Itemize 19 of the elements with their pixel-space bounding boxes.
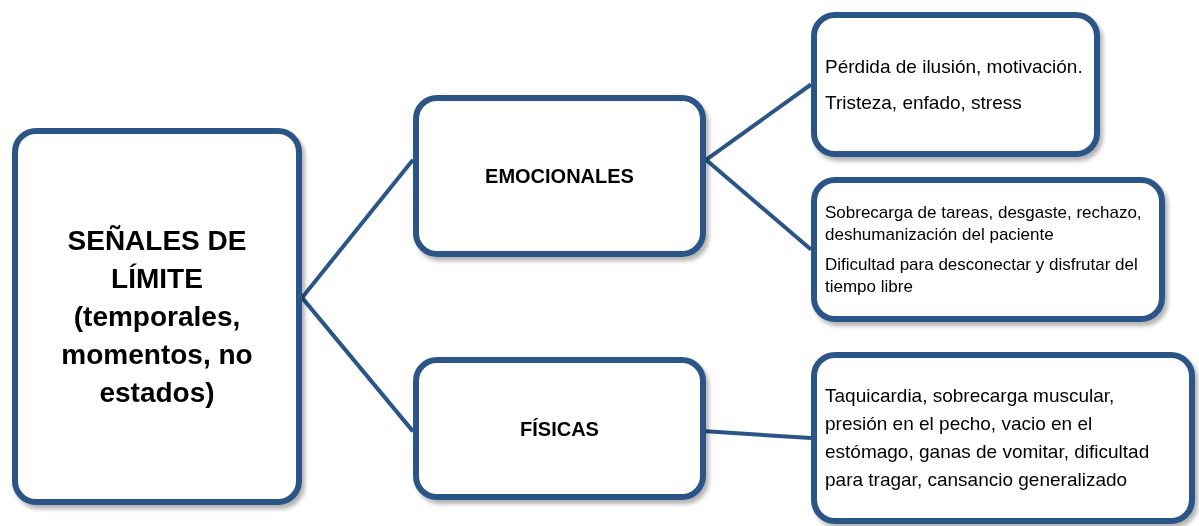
connector-line bbox=[705, 429, 812, 440]
box-text: Pérdida de ilusión, motivación. bbox=[825, 54, 1084, 79]
concept-box bbox=[811, 12, 1100, 157]
topic-box bbox=[12, 128, 302, 505]
connector-line bbox=[704, 82, 813, 162]
connector-line bbox=[300, 158, 415, 299]
concept-box bbox=[811, 177, 1165, 322]
concept-box bbox=[413, 357, 706, 500]
connector-line bbox=[704, 158, 813, 251]
box-text: EMOCIONALES bbox=[485, 164, 634, 189]
concept-box bbox=[413, 95, 706, 257]
connector-line bbox=[300, 296, 415, 433]
box-text: Taquicardia, sobrecarga muscular, presión en el pecho, vacio en el estómago, ganas de vomitar, dificultad para tragar, cansancio generalizado bbox=[825, 384, 1151, 492]
box-text: Dificultad para desconectar y disfrutar del tiempo libre bbox=[825, 253, 1139, 298]
box-text: FÍSICAS bbox=[520, 416, 599, 442]
box-text: SEÑALES DE LÍMITE (temporales, momentos, no estados) bbox=[60, 223, 254, 410]
box-text: Sobrecarga de tareas, desgaste, rechazo, deshumanización del paciente bbox=[825, 201, 1143, 246]
box-text: Tristeza, enfado, stress bbox=[825, 90, 1023, 115]
concept-box bbox=[811, 352, 1195, 524]
